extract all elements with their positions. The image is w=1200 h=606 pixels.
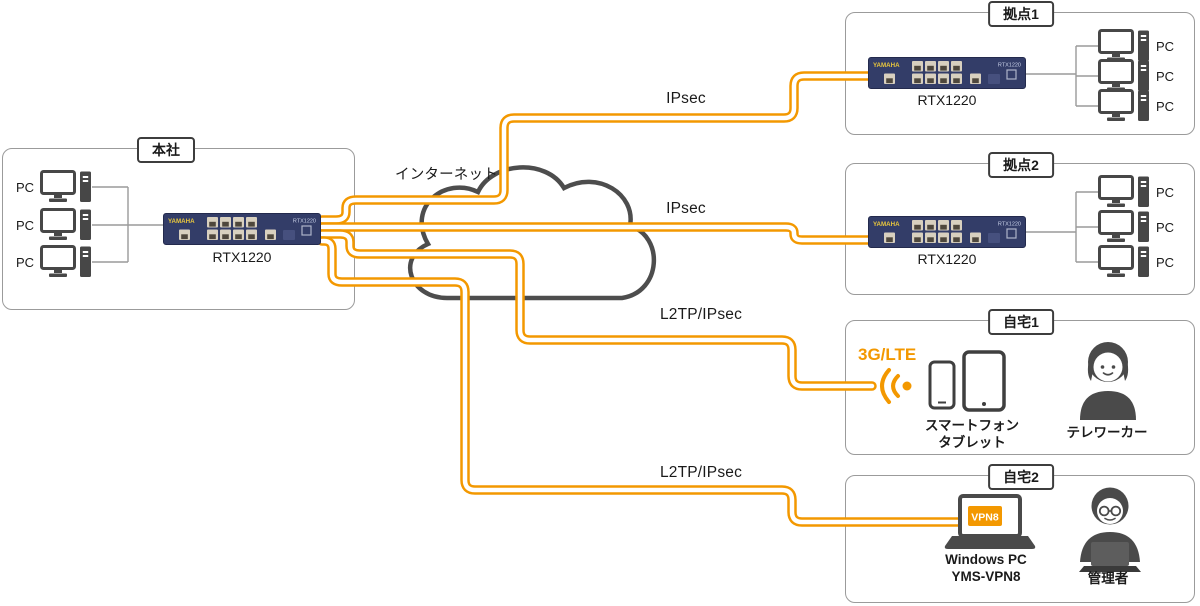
tablet-icon [962, 350, 1006, 412]
site1-router-icon [868, 57, 1026, 89]
internet-cloud [407, 165, 656, 301]
home1-device-label-2: タブレット [938, 435, 1006, 450]
home1-person-label: テレワーカー [1066, 425, 1148, 440]
pc-label: PC [1156, 68, 1175, 84]
site2-pc-2: PC [1098, 210, 1174, 244]
site2-router-icon [868, 216, 1026, 248]
site1-pc-2: PC [1098, 59, 1174, 93]
home2-device-label-2: YMS-VPN8 [951, 569, 1021, 584]
hq-tag: 本社 [137, 137, 195, 163]
administrator-icon [1079, 487, 1141, 572]
smartphone-icon [928, 360, 956, 410]
l2tp-label-1: L2TP/IPsec [659, 306, 743, 323]
home2-tag: 自宅2 [988, 464, 1054, 490]
ipsec-tunnel-2 [317, 222, 905, 245]
pc-label: PC [16, 254, 35, 270]
internet-label: インターネット [395, 167, 498, 183]
pc-icon [40, 170, 93, 204]
vpn-badge-text: VPN8 [971, 512, 999, 524]
hq-router-label: RTX1220 [212, 249, 272, 265]
pc-label: PC [1156, 98, 1175, 114]
pc-icon [1098, 89, 1150, 123]
teleworker-icon [1080, 342, 1136, 420]
pc-icon [40, 245, 93, 279]
pc-icon [1098, 59, 1150, 93]
ipsec-label-1: IPsec [666, 90, 706, 107]
pc-label: PC [16, 217, 35, 233]
site2-pc-1: PC [1098, 175, 1174, 209]
hq-pc-2: PC [16, 208, 93, 242]
mobile-network-label: 3G/LTE [858, 345, 917, 364]
site2-tag: 拠点2 [988, 152, 1054, 178]
vpn-tunnels [317, 71, 963, 527]
pc-label: PC [1156, 38, 1175, 54]
pc-icon [1098, 175, 1150, 209]
home1-tag: 自宅1 [988, 309, 1054, 335]
pc-label: PC [16, 179, 35, 195]
pc-label: PC [1156, 184, 1175, 200]
pc-icon [1098, 29, 1150, 63]
wireless-signal-icon [880, 368, 912, 404]
site2-router-label: RTX1220 [917, 251, 977, 267]
ipsec-tunnel-1 [317, 71, 905, 225]
pc-icon [40, 208, 93, 242]
site2-pc-3: PC [1098, 245, 1174, 279]
pc-label: PC [1156, 254, 1175, 270]
hq-pc-3: PC [16, 245, 93, 279]
vpn-laptop-icon: VPN8 [944, 494, 1036, 549]
ipsec-label-2: IPsec [666, 200, 706, 217]
pc-icon [1098, 210, 1150, 244]
l2tp-label-2: L2TP/IPsec [659, 464, 743, 481]
site1-pc-3: PC [1098, 89, 1174, 123]
home2-person-label: 管理者 [1087, 571, 1129, 586]
hq-pc-1: PC [16, 170, 93, 204]
home1-device-label-1: スマートフォン [924, 418, 1020, 433]
home2-device-label-1: Windows PC [945, 552, 1027, 567]
site1-pc-1: PC [1098, 29, 1174, 63]
site1-router-label: RTX1220 [917, 92, 977, 108]
site1-tag: 拠点1 [988, 1, 1054, 27]
pc-icon [1098, 245, 1150, 279]
l2tp-tunnel-1 [317, 229, 877, 391]
pc-label: PC [1156, 219, 1175, 235]
hq-router-icon [163, 213, 321, 245]
